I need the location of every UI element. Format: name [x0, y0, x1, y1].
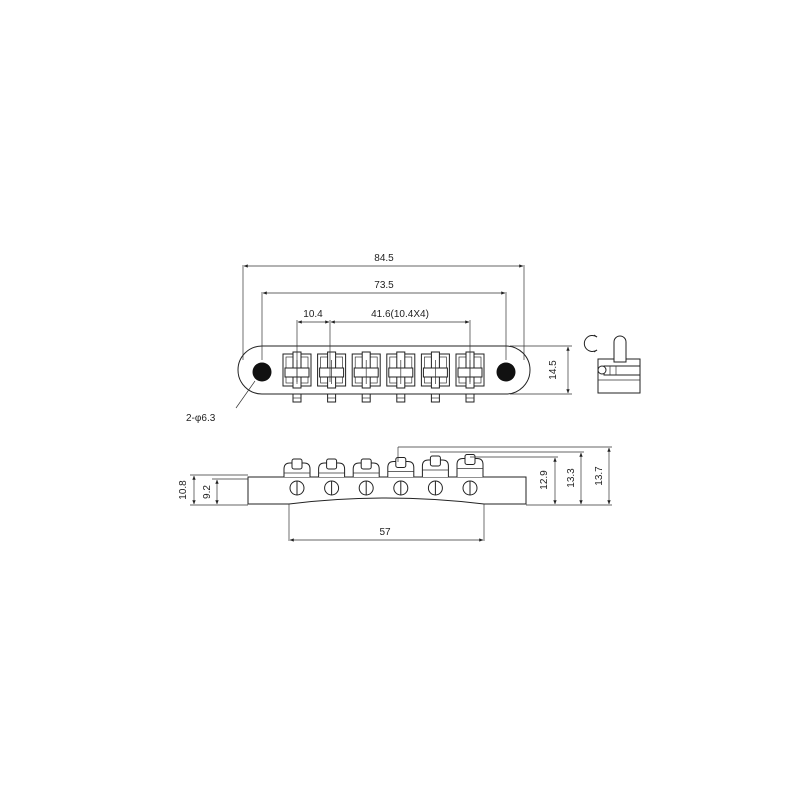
saddle-crown — [429, 455, 441, 467]
detail-body — [597, 358, 641, 394]
front-saddle-group — [283, 454, 484, 496]
dim-end-height-outer: 10.8 — [178, 480, 189, 500]
top-saddle — [351, 351, 381, 403]
dim-overall-length: 84.5 — [374, 253, 394, 264]
front-saddle — [352, 458, 380, 496]
top-saddle — [386, 351, 416, 403]
clip-ends — [593, 334, 598, 353]
dim-saddle-span: 41.6(10.4X4) — [371, 309, 429, 320]
retaining-clip — [583, 335, 598, 352]
detail-saddle — [613, 335, 627, 363]
bridge-base-outline — [247, 476, 527, 505]
right-post-hole — [496, 362, 516, 382]
top-saddle — [317, 351, 347, 403]
front-view: 57 10.8 9.2 12.9 13.3 13.7 — [178, 446, 612, 542]
front-saddle — [456, 454, 484, 496]
dim-post-spacing: 73.5 — [374, 280, 394, 291]
leader-post-hole — [235, 380, 256, 409]
bridge-body-outline — [237, 345, 531, 395]
saddle-crown — [395, 457, 407, 468]
dim-end-height-inner: 9.2 — [202, 485, 213, 499]
detail-screw-head — [597, 365, 607, 375]
dim-arch-width: 57 — [379, 527, 391, 538]
front-saddle — [318, 458, 346, 496]
top-saddle-group — [282, 351, 485, 403]
top-view: 84.5 73.5 10.4 41.6(10.4X4) 14.5 2-φ6.3 — [186, 253, 572, 424]
side-detail-view — [583, 334, 641, 394]
detail-screw — [603, 365, 641, 376]
saddle-crown — [291, 458, 303, 470]
front-saddle — [387, 457, 415, 496]
dim-body-height: 14.5 — [548, 360, 559, 380]
dim-saddle-height-mid: 13.3 — [566, 468, 577, 488]
dim-saddle-pitch: 10.4 — [303, 309, 323, 320]
left-post-hole — [252, 362, 272, 382]
saddle-crown — [360, 458, 372, 470]
dim-saddle-height-high: 13.7 — [594, 466, 605, 486]
saddle-crown — [464, 454, 476, 465]
top-saddle — [420, 351, 450, 403]
dim-saddle-height-low: 12.9 — [539, 470, 550, 490]
front-saddle — [283, 458, 311, 496]
front-saddle — [421, 455, 449, 496]
dim-post-hole: 2-φ6.3 — [186, 413, 216, 424]
saddle-crown — [326, 458, 338, 470]
